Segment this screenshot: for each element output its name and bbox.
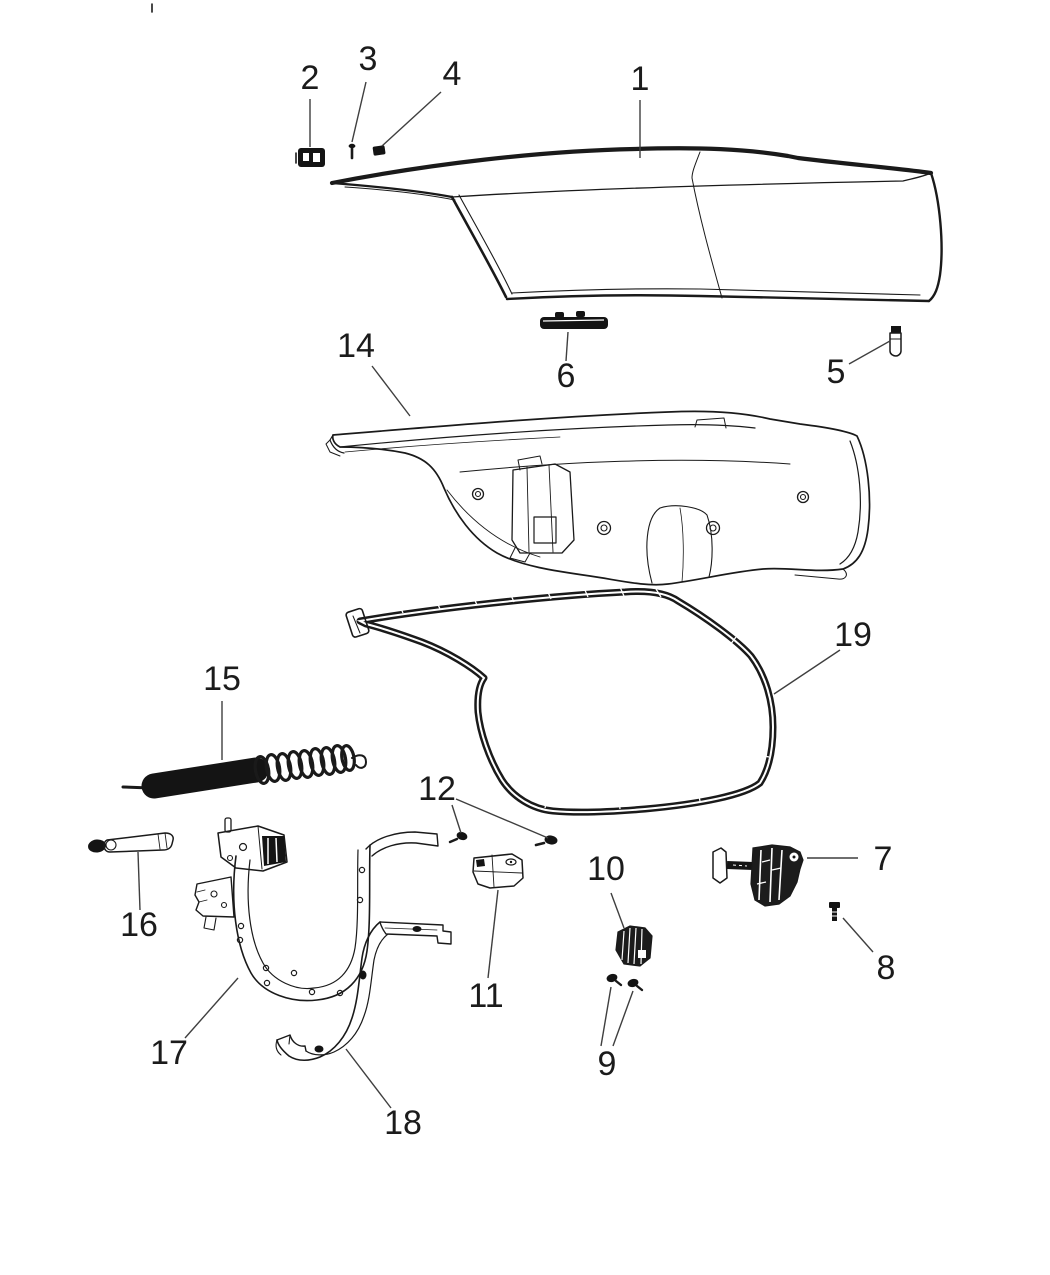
part-16-hinge-pin xyxy=(88,832,174,853)
callout-12-leader xyxy=(451,804,462,834)
callout-7-label: 7 xyxy=(874,840,893,878)
callout-14-label: 14 xyxy=(337,327,375,365)
hinge-rivet-holes xyxy=(236,866,366,997)
callout-12: 12 xyxy=(418,770,549,839)
seal-segment-ticks xyxy=(398,586,770,810)
callout-19: 19 xyxy=(773,616,872,695)
callout-1-label: 1 xyxy=(631,60,650,98)
part-9-screws xyxy=(606,973,644,992)
part-1-deck-lid-outer-panel xyxy=(329,146,943,303)
callout-14: 14 xyxy=(337,327,411,417)
callout-8-leader xyxy=(842,917,874,953)
callout-12-label: 12 xyxy=(418,770,456,808)
callout-18: 18 xyxy=(345,1048,422,1142)
bumper-dot xyxy=(359,970,367,980)
part-11-latch xyxy=(472,853,524,889)
part-8-screw xyxy=(829,902,840,921)
callout-4-leader xyxy=(381,91,442,147)
part-10-striker xyxy=(615,925,653,967)
part-17-hinge-gooseneck xyxy=(194,817,439,1002)
part-5-clip-fastener xyxy=(889,326,902,357)
callout-15-label: 15 xyxy=(203,660,241,698)
callout-6-leader xyxy=(565,331,569,362)
callout-10-leader xyxy=(610,892,625,929)
bumper-dot xyxy=(314,1045,324,1053)
callout-16: 16 xyxy=(120,851,158,944)
callout-11: 11 xyxy=(468,889,504,1015)
part-19-weatherstrip-seal xyxy=(345,586,777,816)
callout-17-label: 17 xyxy=(150,1034,188,1072)
spring-coils xyxy=(253,744,356,785)
callout-5-leader xyxy=(848,340,891,365)
part-12-screws xyxy=(448,831,558,847)
part-14-deck-lid-inner-panel xyxy=(325,410,871,586)
callout-19-label: 19 xyxy=(834,616,872,654)
callout-18-leader xyxy=(345,1048,392,1109)
callout-10-label: 10 xyxy=(587,850,625,888)
callout-10: 10 xyxy=(587,850,625,929)
callout-3: 3 xyxy=(351,40,378,143)
callout-18-label: 18 xyxy=(384,1104,422,1142)
callout-3-leader xyxy=(351,81,367,143)
callout-9-leader xyxy=(600,986,612,1047)
callout-6: 6 xyxy=(557,331,576,395)
part-18-hinge-gooseneck xyxy=(275,921,452,1062)
callout-3-label: 3 xyxy=(359,40,378,78)
callout-5: 5 xyxy=(827,340,891,391)
callout-2: 2 xyxy=(301,59,320,147)
callout-16-label: 16 xyxy=(120,906,158,944)
seal-end-cap xyxy=(345,607,370,638)
callout-1: 1 xyxy=(631,60,650,158)
callout-9-leader xyxy=(612,990,634,1047)
latch-reinforcement xyxy=(509,455,575,563)
part-2-clip xyxy=(295,148,325,167)
callout-2-label: 2 xyxy=(301,59,320,97)
callout-15: 15 xyxy=(203,660,241,760)
callout-17: 17 xyxy=(150,977,239,1072)
callout-8: 8 xyxy=(842,917,896,987)
callout-19-leader xyxy=(773,649,841,695)
callout-7: 7 xyxy=(807,840,892,878)
callout-4-label: 4 xyxy=(443,55,462,93)
callout-9-label: 9 xyxy=(598,1045,617,1083)
part-15-torsion-spring xyxy=(121,744,367,799)
part-3-pin-fastener xyxy=(348,143,356,160)
callout-11-leader xyxy=(487,889,499,979)
part-6-bumper-bar xyxy=(540,311,608,329)
callout-12-leader xyxy=(455,798,549,839)
part-7-hinge-pivot-bracket xyxy=(712,844,804,907)
callout-6-label: 6 xyxy=(557,357,576,395)
part-4-nut-fastener xyxy=(372,145,386,156)
callout-9: 9 xyxy=(598,986,634,1083)
callout-4: 4 xyxy=(381,55,462,147)
callout-14-leader xyxy=(371,365,411,417)
bumper-dot xyxy=(412,926,422,932)
callout-17-leader xyxy=(184,977,239,1039)
callout-11-label: 11 xyxy=(468,977,503,1015)
callout-16-leader xyxy=(137,851,141,911)
callout-8-label: 8 xyxy=(877,949,896,987)
grommets xyxy=(471,487,810,536)
callout-5-label: 5 xyxy=(827,353,846,391)
